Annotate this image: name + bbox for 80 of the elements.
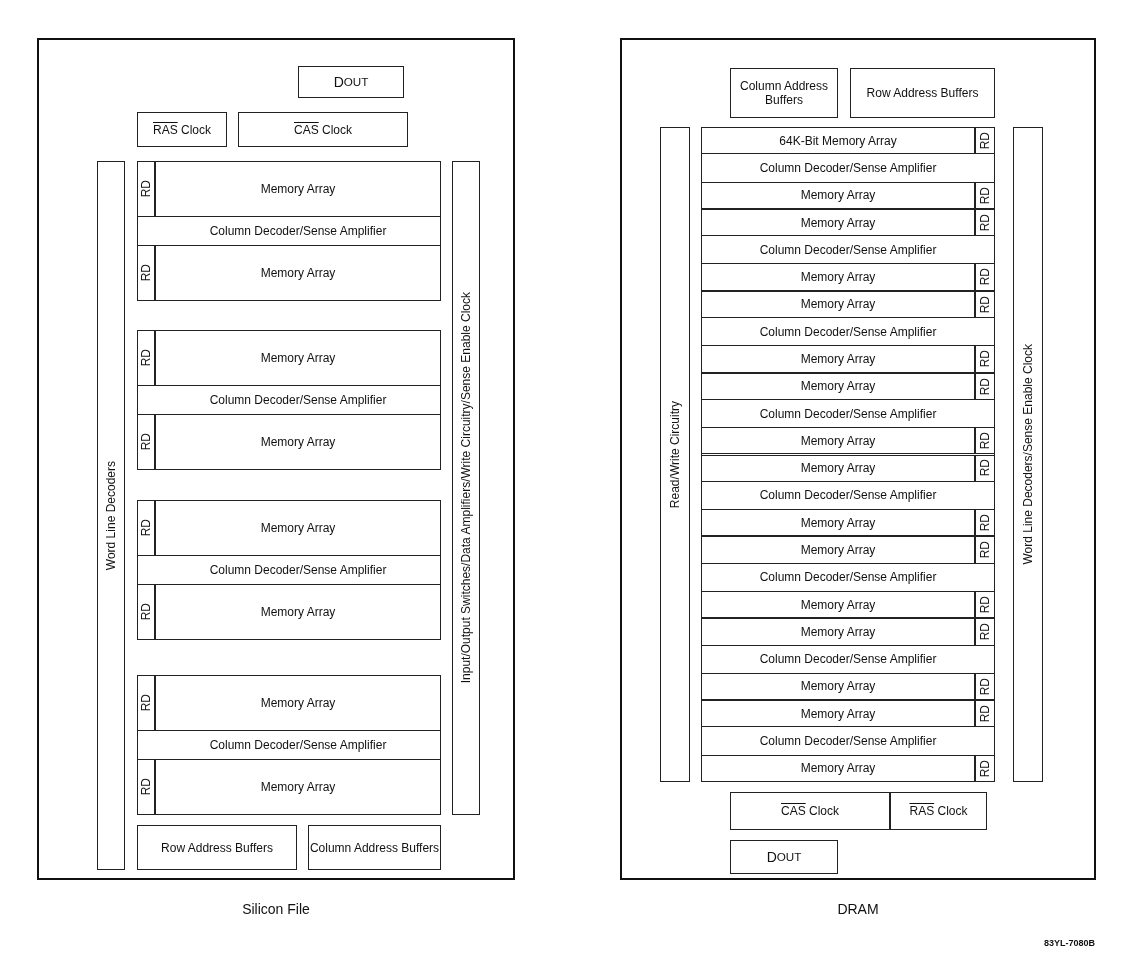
clock-block: CAS Clock bbox=[238, 112, 408, 147]
row-decoder-block: RD bbox=[975, 509, 995, 537]
circuit-block: Memory Array bbox=[155, 330, 441, 386]
row-decoder-block: RD bbox=[137, 414, 155, 470]
memory-array-row: Memory Array bbox=[701, 290, 975, 319]
memory-array-row: Memory Array bbox=[701, 672, 975, 701]
row-decoder-block: RD bbox=[975, 672, 995, 701]
memory-array-row: Memory Array bbox=[701, 372, 975, 400]
memory-array-row: Memory Array bbox=[701, 263, 975, 291]
memory-array-row: 64K-Bit Memory Array bbox=[701, 127, 975, 155]
circuit-block: Memory Array bbox=[155, 675, 441, 731]
sense-amplifier-label: Column Decoder/Sense Amplifier bbox=[155, 556, 441, 584]
row-decoder-block: RD bbox=[137, 330, 155, 386]
row-decoder-block: RD bbox=[975, 127, 995, 155]
row-decoder-block: RD bbox=[975, 454, 995, 482]
row-decoder-block: RD bbox=[975, 372, 995, 400]
memory-array-row: Memory Array bbox=[701, 181, 975, 209]
row-decoder-block: RD bbox=[975, 700, 995, 728]
sense-amplifier-row: Column Decoder/Sense Amplifier bbox=[701, 236, 995, 264]
memory-array-row: Memory Array bbox=[701, 208, 975, 237]
row-decoder-block: RD bbox=[975, 427, 995, 455]
circuit-strip: Read/Write Circuitry bbox=[660, 127, 690, 782]
row-decoder-block: RD bbox=[975, 345, 995, 373]
circuit-block: Memory Array bbox=[155, 161, 441, 217]
row-decoder-block: RD bbox=[975, 263, 995, 291]
row-decoder-block: RD bbox=[137, 245, 155, 301]
circuit-block: Memory Array bbox=[155, 500, 441, 556]
memory-array-row: Memory Array bbox=[701, 618, 975, 646]
circuit-strip: Word Line Decoders/Sense Enable Clock bbox=[1013, 127, 1043, 782]
memory-array-row: Memory Array bbox=[701, 454, 975, 482]
row-decoder-block: RD bbox=[975, 590, 995, 619]
sense-amplifier-label: Column Decoder/Sense Amplifier bbox=[155, 386, 441, 414]
row-decoder-block: RD bbox=[975, 290, 995, 319]
circuit-block: Column Address Buffers bbox=[730, 68, 838, 118]
circuit-strip: Word Line Decoders bbox=[97, 161, 125, 870]
circuit-block: Memory Array bbox=[155, 414, 441, 470]
circuit-block: Column Address Buffers bbox=[308, 825, 441, 870]
memory-array-row: Memory Array bbox=[701, 509, 975, 537]
clock-block: CAS Clock bbox=[730, 792, 890, 830]
circuit-strip: Input/Output Switches/Data Amplifiers/Write Circuitry/Sense Enable Clock bbox=[452, 161, 480, 815]
chip-caption: Silicon File bbox=[241, 902, 311, 916]
row-decoder-block: RD bbox=[137, 759, 155, 815]
array-group-outline bbox=[137, 330, 441, 470]
row-decoder-block: RD bbox=[975, 181, 995, 209]
sense-amplifier-row: Column Decoder/Sense Amplifier bbox=[701, 318, 995, 346]
figure-code: 83YL-7080B bbox=[1043, 938, 1095, 948]
memory-array-row: Memory Array bbox=[701, 345, 975, 373]
circuit-block: Memory Array bbox=[155, 245, 441, 301]
row-decoder-block: RD bbox=[975, 208, 995, 237]
sense-amplifier-row: Column Decoder/Sense Amplifier bbox=[701, 563, 995, 591]
sense-amplifier-label: Column Decoder/Sense Amplifier bbox=[155, 217, 441, 245]
clock-block: RAS Clock bbox=[137, 112, 227, 147]
circuit-block: Row Address Buffers bbox=[850, 68, 995, 118]
row-decoder-block: RD bbox=[975, 618, 995, 646]
row-decoder-block: RD bbox=[137, 500, 155, 556]
sense-amplifier-row: Column Decoder/Sense Amplifier bbox=[701, 481, 995, 510]
chip-caption: DRAM bbox=[836, 902, 880, 916]
memory-array-row: Memory Array bbox=[701, 427, 975, 455]
sense-amplifier-row: Column Decoder/Sense Amplifier bbox=[701, 645, 995, 673]
circuit-block: Memory Array bbox=[155, 584, 441, 640]
row-decoder-block: RD bbox=[975, 536, 995, 564]
memory-array-row: Memory Array bbox=[701, 590, 975, 619]
memory-array-row: Memory Array bbox=[701, 700, 975, 728]
row-decoder-block: RD bbox=[137, 161, 155, 217]
array-group-outline bbox=[701, 127, 995, 782]
row-decoder-block: RD bbox=[975, 754, 995, 782]
row-decoder-block: RD bbox=[137, 675, 155, 731]
clock-block: RAS Clock bbox=[890, 792, 987, 830]
sense-amplifier-label: Column Decoder/Sense Amplifier bbox=[155, 731, 441, 759]
row-decoder-block: RD bbox=[137, 584, 155, 640]
sense-amplifier-row: Column Decoder/Sense Amplifier bbox=[701, 399, 995, 428]
array-group-outline bbox=[137, 161, 441, 301]
array-group-outline bbox=[137, 500, 441, 640]
sense-amplifier-row: Column Decoder/Sense Amplifier bbox=[701, 154, 995, 182]
array-group-outline bbox=[137, 675, 441, 815]
circuit-block: Row Address Buffers bbox=[137, 825, 297, 870]
memory-array-row: Memory Array bbox=[701, 536, 975, 564]
sense-amplifier-row: Column Decoder/Sense Amplifier bbox=[701, 727, 995, 755]
memory-array-row: Memory Array bbox=[701, 754, 975, 782]
circuit-block: Memory Array bbox=[155, 759, 441, 815]
